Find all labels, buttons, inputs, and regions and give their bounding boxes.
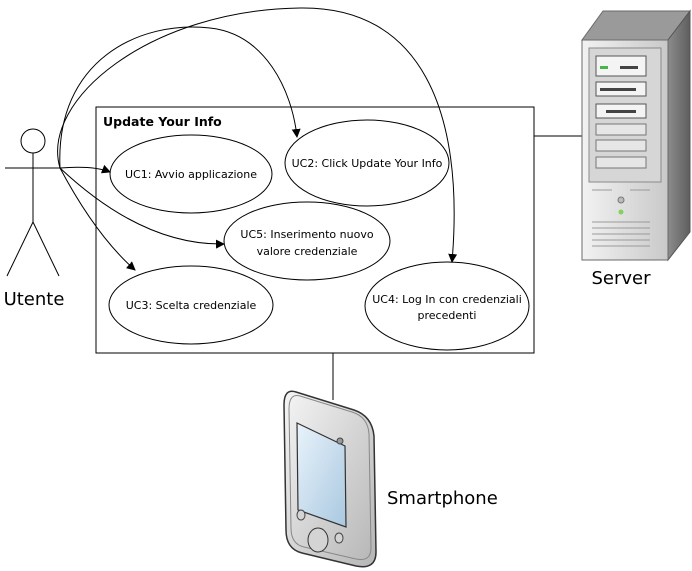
- arrow-to-uc1: [59, 164, 111, 174]
- system-title: Update Your Info: [103, 114, 222, 129]
- use-case-uc1: [109, 134, 273, 214]
- use-case-uc3: [108, 265, 274, 345]
- uc5-label-line2: valore credenziale: [257, 245, 358, 258]
- server-icon: [581, 9, 692, 262]
- uc3-label: UC3: Scelta credenziale: [126, 299, 257, 312]
- uc1-label: UC1: Avvio applicazione: [125, 168, 257, 181]
- use-case-uc5: [223, 201, 391, 281]
- uc4-label-line2: precedenti: [418, 309, 477, 322]
- uc2-label: UC2: Click Update Your Info: [292, 157, 443, 170]
- arrow-to-uc4: [57, 7, 458, 263]
- arrow-to-uc3: [59, 167, 136, 271]
- uc5-label-line1: UC5: Inserimento nuovo: [240, 228, 373, 241]
- smartphone-label: Smartphone: [387, 488, 498, 509]
- smartphone-icon: [283, 390, 377, 568]
- server-label: Server: [591, 268, 651, 289]
- use-case-uc2: [284, 119, 450, 207]
- user-actor-icon: [5, 128, 60, 277]
- arrow-to-uc5: [59, 167, 225, 249]
- use-case-uc4: [364, 261, 530, 351]
- user-actor-label: Utente: [4, 289, 65, 310]
- uc4-label-line1: UC4: Log In con credenziali: [372, 293, 522, 306]
- arrow-to-uc2: [59, 26, 301, 169]
